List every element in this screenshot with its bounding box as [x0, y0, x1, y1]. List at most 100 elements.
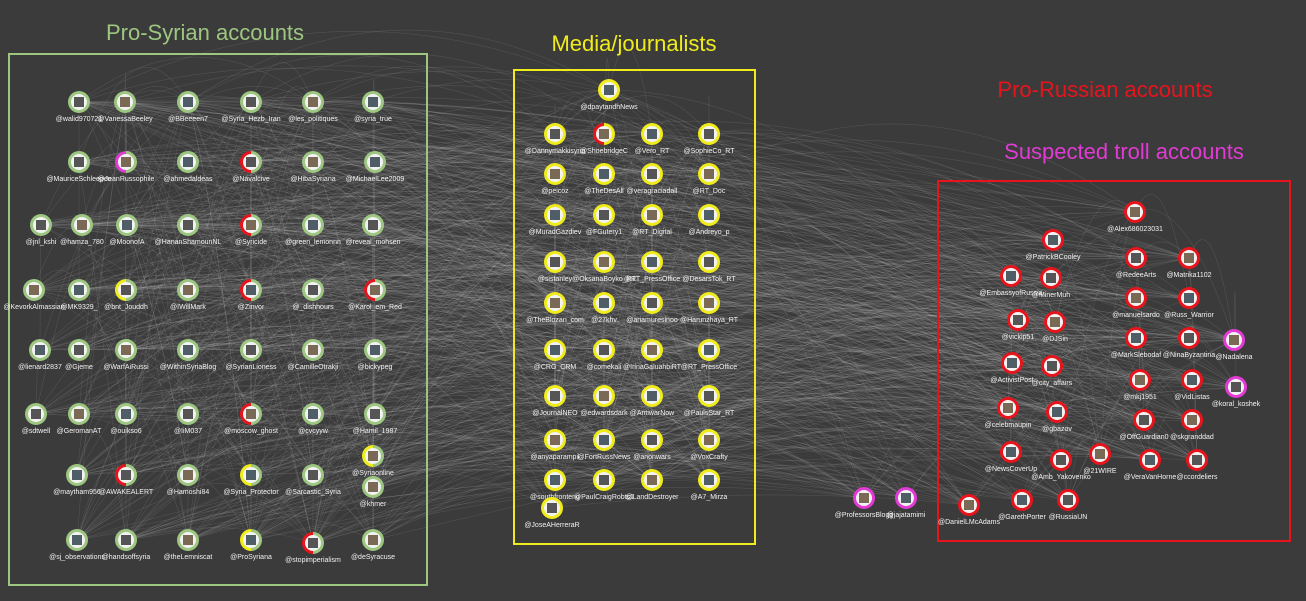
node[interactable]: @WarfAiRussi — [103, 339, 149, 371]
node[interactable]: @FGutery1 — [586, 204, 622, 236]
node[interactable]: @A7_Mirza — [691, 469, 728, 501]
node[interactable]: @ProSyriana — [230, 529, 272, 561]
node[interactable]: @VanessaBeeley — [97, 91, 153, 123]
node[interactable]: @MoonofA — [109, 214, 145, 246]
node[interactable]: @walid970721 — [56, 91, 103, 123]
node[interactable]: @cvcyyw — [298, 403, 329, 435]
node[interactable]: @Matrika1102 — [1166, 247, 1212, 279]
node[interactable]: @lienard2837 — [18, 339, 62, 371]
node[interactable]: @DanielLMcAdams — [938, 494, 1000, 526]
node[interactable]: @MichaelLee2009 — [346, 151, 405, 183]
node[interactable]: @21WIRE — [1083, 443, 1117, 475]
node[interactable]: @Syriaonline — [352, 445, 394, 477]
node[interactable]: @khmer — [360, 476, 387, 508]
node[interactable]: @reveal_mohsen — [346, 214, 401, 246]
node[interactable]: @Zinvor — [238, 279, 265, 311]
node[interactable]: @HananShamounNL — [155, 214, 222, 246]
node[interactable]: @jajatamimi — [887, 487, 926, 519]
node[interactable]: @MinerMuh — [1032, 267, 1070, 299]
node[interactable]: @LandDestroyer — [625, 469, 679, 501]
node[interactable]: @ouikso6 — [110, 403, 142, 435]
node[interactable]: @green_lemonnn — [285, 214, 341, 246]
node[interactable]: @HibaSyriana — [290, 151, 336, 183]
node[interactable]: @Syricide — [235, 214, 267, 246]
node[interactable]: @vickip51 — [1002, 309, 1035, 341]
node[interactable]: @stopimperialism — [285, 532, 341, 564]
node[interactable]: @OffGuardian0 — [1119, 409, 1169, 441]
node[interactable]: @IiM037 — [174, 403, 202, 435]
node[interactable]: @RussiaUN — [1049, 489, 1088, 521]
node[interactable]: @Nadalena — [1215, 329, 1253, 361]
node[interactable]: @Gjeme — [65, 339, 93, 371]
node[interactable]: @koral_koshek — [1212, 376, 1261, 408]
node[interactable]: @sistanley — [538, 251, 573, 283]
node[interactable]: @Syria_Hezb_Iran — [221, 91, 281, 123]
node[interactable]: @MuradGazdiev — [529, 204, 582, 236]
node[interactable]: @GeromanAT — [57, 403, 102, 435]
node[interactable]: @DesarsTok_RT — [682, 251, 736, 283]
node[interactable]: @RT_PressOffice — [624, 251, 680, 283]
node[interactable]: @CRG_CRM — [534, 339, 577, 371]
node[interactable]: @ahmedaldeas — [163, 151, 213, 183]
node[interactable]: @SyrianLioness — [225, 339, 277, 371]
node[interactable]: @PaulsStar_RT — [684, 385, 735, 417]
node[interactable]: @_dishhours — [292, 279, 334, 311]
node[interactable]: @MauriceSchleepen — [46, 151, 112, 183]
node[interactable]: @Russ_Warrior — [1164, 287, 1214, 319]
node[interactable]: @RT_Doc — [693, 163, 726, 195]
node[interactable]: @OksanaBoyko_RT — [572, 251, 637, 283]
node[interactable]: @FortRussNews — [577, 429, 631, 461]
node[interactable]: @Karol_em_Red — [348, 279, 402, 311]
node[interactable]: @NewsCoverUp — [985, 441, 1037, 473]
node[interactable]: @MarkSlebodaf — [1111, 327, 1161, 359]
node[interactable]: @TheDesAll — [584, 163, 624, 195]
node[interactable]: @manuelsardo — [1112, 287, 1160, 319]
node[interactable]: @anyaparampil — [530, 429, 580, 461]
node[interactable]: @maytham956 — [53, 464, 101, 496]
node[interactable]: @edwardsdark — [580, 385, 628, 417]
node[interactable]: @jnl_kshi — [26, 214, 57, 246]
node[interactable]: @ProfessorsBlogg — [835, 487, 894, 519]
node[interactable]: @veragraciadall — [627, 163, 678, 195]
node[interactable]: @celebmaupin — [985, 397, 1032, 429]
node[interactable]: @VoxCrafty — [690, 429, 728, 461]
node[interactable]: @Dannymakkisyria — [525, 123, 586, 155]
node[interactable]: @AWAKEALERT — [99, 464, 154, 496]
node[interactable]: @ariamuresinoo — [626, 292, 678, 324]
node[interactable]: @Alex686023031 — [1107, 201, 1163, 233]
node[interactable]: @GarethPorter — [998, 489, 1046, 521]
node[interactable]: @Vero_RT — [635, 123, 670, 155]
node[interactable]: @Navalcive — [232, 151, 270, 183]
node[interactable]: @city_affairs — [1032, 355, 1073, 387]
node[interactable]: @moscow_ghost — [224, 403, 278, 435]
node[interactable]: @deSyracuse — [351, 529, 395, 561]
node[interactable]: @JournalNEO — [532, 385, 578, 417]
node[interactable]: @handsoffsyria — [102, 529, 151, 561]
node[interactable]: @bickypeg — [358, 339, 393, 371]
node[interactable]: @sj_observations — [49, 529, 105, 561]
node[interactable]: @hamza_780 — [60, 214, 104, 246]
node[interactable]: @sdtwell — [22, 403, 51, 435]
node[interactable]: @Hamil_1987 — [353, 403, 398, 435]
node[interactable]: @AntiwarNow — [630, 385, 675, 417]
node[interactable]: @theLemniscat — [164, 529, 213, 561]
node[interactable]: @IrinaGaluahbiRT — [623, 339, 682, 371]
node[interactable]: @Harunzhaya_RT — [680, 292, 739, 324]
node[interactable]: @Hamoshi84 — [167, 464, 210, 496]
node[interactable]: @27khv — [591, 292, 617, 324]
node[interactable]: @syria_true — [354, 91, 392, 123]
node[interactable]: @TheBlozan_com — [526, 292, 584, 324]
node[interactable]: @peicoz — [541, 163, 569, 195]
node[interactable]: @WithinSyriaBlog — [160, 339, 217, 371]
node[interactable]: @VeraVanHorne — [1124, 449, 1177, 481]
node[interactable]: @ShoebridgeC — [580, 123, 628, 155]
node[interactable]: @Sarcastic_Syria — [285, 464, 341, 496]
node[interactable]: @VidListas — [1174, 369, 1210, 401]
node[interactable]: @anonwars — [633, 429, 671, 461]
node[interactable]: @bnt_Jouddh — [104, 279, 148, 311]
node[interactable]: @MK9329_ — [60, 279, 98, 311]
node[interactable]: @comekali — [587, 339, 622, 371]
node[interactable]: @RT_PressOffice — [681, 339, 737, 371]
node[interactable]: @Andreyo_p — [689, 204, 730, 236]
node[interactable]: @dpaytandhNews — [580, 79, 638, 111]
